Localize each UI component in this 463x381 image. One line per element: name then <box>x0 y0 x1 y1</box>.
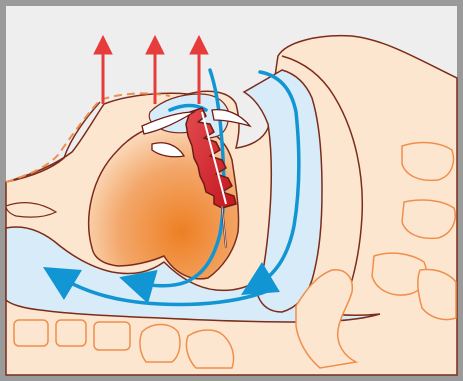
vertebra-1 <box>402 143 453 181</box>
block-4 <box>140 325 180 363</box>
block-2 <box>56 320 86 346</box>
block-1 <box>14 320 48 346</box>
block-3 <box>94 322 130 350</box>
vertebra-2 <box>402 200 455 238</box>
